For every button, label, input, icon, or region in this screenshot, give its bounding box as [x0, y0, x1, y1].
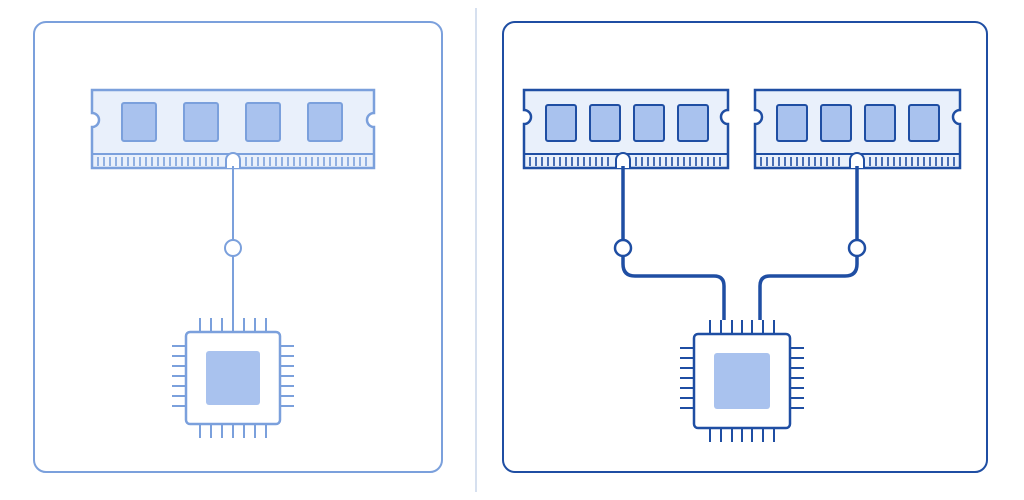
memory-chip — [589, 104, 621, 142]
module-notch — [849, 152, 865, 168]
memory-chip — [820, 104, 852, 142]
cpu-chip-icon — [172, 318, 294, 438]
connector-node-icon — [224, 239, 242, 257]
ram-module-icon — [753, 88, 962, 170]
ram-module-icon — [90, 88, 376, 170]
memory-chip — [245, 102, 281, 142]
memory-chip — [864, 104, 896, 142]
ram-module-icon — [522, 88, 730, 170]
connector-node-icon — [613, 238, 633, 258]
module-notch — [225, 152, 241, 168]
cpu-core — [714, 353, 770, 409]
memory-chip — [307, 102, 343, 142]
memory-bus-line — [758, 166, 867, 320]
panel-single-channel — [33, 21, 443, 473]
memory-chip — [776, 104, 808, 142]
memory-chip — [908, 104, 940, 142]
panel-frame — [502, 21, 988, 473]
module-notch — [615, 152, 631, 168]
cpu-core — [206, 351, 260, 405]
panel-dual-channel — [502, 21, 988, 473]
panel-frame — [33, 21, 443, 473]
memory-bus-line — [613, 166, 726, 320]
memory-chip — [183, 102, 219, 142]
memory-chip — [677, 104, 709, 142]
memory-chip — [633, 104, 665, 142]
memory-bus-line — [224, 166, 242, 318]
memory-chip — [545, 104, 577, 142]
connector-node-icon — [847, 238, 867, 258]
cpu-chip-icon — [680, 320, 804, 442]
memory-chip — [121, 102, 157, 142]
